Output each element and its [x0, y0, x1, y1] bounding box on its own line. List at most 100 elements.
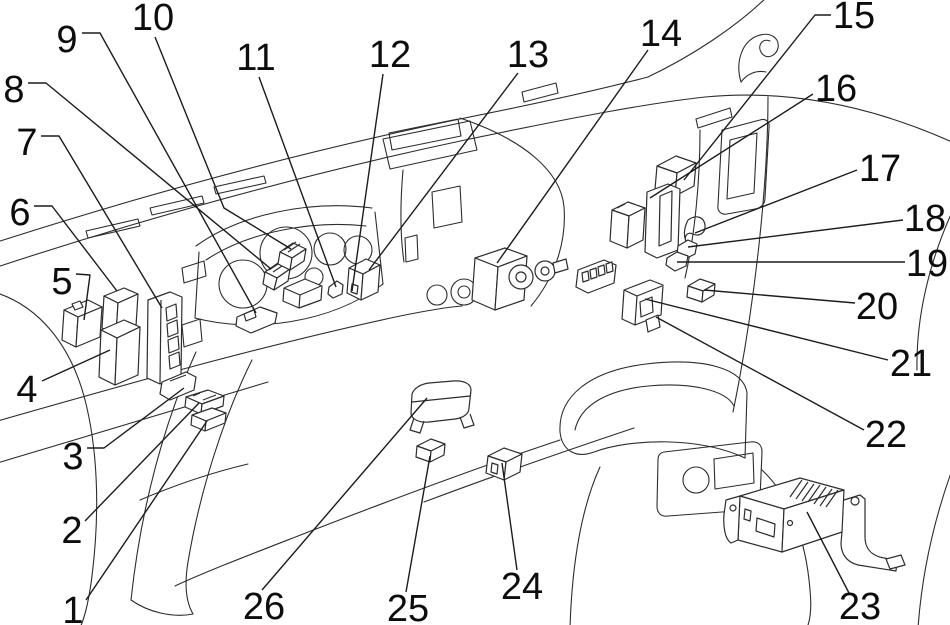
callout-leader-9	[82, 32, 257, 314]
passenger-vent	[717, 118, 770, 215]
switch-panel	[181, 318, 203, 348]
stack-left-edge	[400, 169, 405, 263]
component-13-relay-assembly	[346, 258, 381, 301]
callout-number-22: 22	[865, 414, 907, 456]
callout-leader-12	[351, 73, 384, 292]
callout-number-26: 26	[243, 586, 285, 625]
callout-leader-24	[501, 462, 518, 571]
defroster-vent	[213, 175, 267, 195]
callout-leader-1	[85, 420, 208, 601]
components	[61, 155, 906, 572]
callout-leader-25	[405, 455, 431, 593]
callout-number-9: 9	[56, 19, 77, 61]
component-26-ecu	[409, 380, 475, 434]
callout-number-13: 13	[507, 34, 549, 76]
callout-leader-20	[703, 289, 856, 304]
component-connector-strip	[575, 259, 617, 294]
component-5-connector-box	[61, 299, 103, 348]
component-25-relay	[415, 438, 446, 463]
component-14-ignition-switch	[471, 247, 569, 311]
component-junction-box-body	[644, 183, 681, 259]
component-11-clip	[327, 280, 344, 299]
callout-leader-16	[649, 93, 814, 199]
callout-leader-15	[683, 14, 831, 181]
defroster-vent	[85, 218, 141, 239]
component-16-relay	[609, 201, 646, 249]
callout-number-24: 24	[501, 566, 543, 608]
power-outlet	[682, 466, 710, 494]
callout-number-3: 3	[62, 436, 83, 478]
callout-number-10: 10	[132, 0, 174, 39]
callout-leader-18	[687, 219, 904, 248]
callout-leader-21	[644, 298, 889, 361]
component-10-relay	[277, 241, 307, 271]
vent-slot	[404, 234, 419, 263]
radio-opening	[382, 120, 478, 170]
door-grip-cutout	[738, 33, 779, 83]
key-cylinder	[552, 258, 569, 274]
callout-number-16: 16	[815, 68, 857, 110]
callout-leader-6	[34, 205, 118, 292]
callout-leader-14	[496, 49, 649, 264]
dash-right-edge	[732, 96, 769, 413]
hvac-panel	[431, 185, 463, 229]
callout-leader-2	[84, 402, 200, 522]
callout-number-25: 25	[387, 588, 429, 625]
component-7-fuse-panel	[146, 291, 183, 385]
callout-number-21: 21	[890, 343, 932, 385]
callout-leader-23	[806, 511, 850, 594]
gauge-circle	[218, 259, 268, 309]
callout-number-18: 18	[904, 198, 946, 240]
callout-number-4: 4	[16, 369, 37, 411]
callout-number-12: 12	[369, 34, 411, 76]
left-kick-panel	[0, 293, 98, 625]
passenger-dash	[684, 118, 770, 279]
callout-number-19: 19	[906, 243, 948, 285]
cluster-hood-outer	[195, 205, 373, 247]
side-vent	[181, 260, 207, 284]
component-20-relay	[686, 278, 716, 303]
callout-leader-26	[261, 397, 428, 591]
gauge-circle	[313, 232, 347, 266]
component-23-ecu-module	[723, 477, 906, 572]
armrest-outline	[559, 361, 748, 459]
console-switch-opening	[713, 452, 755, 490]
callout-number-17: 17	[859, 148, 901, 190]
callout-number-11: 11	[236, 37, 275, 79]
callout-leader-22	[655, 316, 865, 431]
component-9-bracket	[235, 306, 278, 334]
callout-leader-11	[258, 76, 337, 288]
component-21-22-ecu	[621, 279, 664, 333]
speaker-grille	[521, 82, 559, 103]
callout-number-15: 15	[833, 0, 875, 37]
callout-leader-17	[694, 169, 858, 234]
callout-leader-3	[87, 387, 185, 449]
heatsink-fins	[789, 479, 839, 508]
callout-leader-7	[41, 135, 163, 309]
door-panel-curve-lower	[917, 474, 950, 625]
component-3-bracket	[159, 371, 197, 401]
speaker-grille	[695, 107, 733, 129]
callout-number-1: 1	[62, 590, 83, 625]
a-pillar-curve	[647, 0, 765, 78]
callout-number-20: 20	[856, 286, 898, 328]
callout-number-5: 5	[51, 261, 72, 303]
callout-leader-13	[368, 72, 519, 271]
callout-leader-5	[75, 273, 91, 321]
callout-number-2: 2	[61, 510, 82, 552]
callout-leader-10	[154, 36, 292, 250]
callout-leader-4	[41, 349, 111, 382]
door-panel-curve-upper	[916, 215, 950, 371]
callout-number-8: 8	[3, 69, 24, 111]
callout-number-7: 7	[16, 122, 37, 164]
callout-number-23: 23	[839, 586, 881, 625]
hvac-knob	[426, 284, 448, 306]
defroster-vent	[149, 195, 205, 216]
component-1-relay	[190, 407, 227, 432]
callout-leader-8	[28, 82, 272, 270]
callout-number-14: 14	[640, 13, 682, 55]
